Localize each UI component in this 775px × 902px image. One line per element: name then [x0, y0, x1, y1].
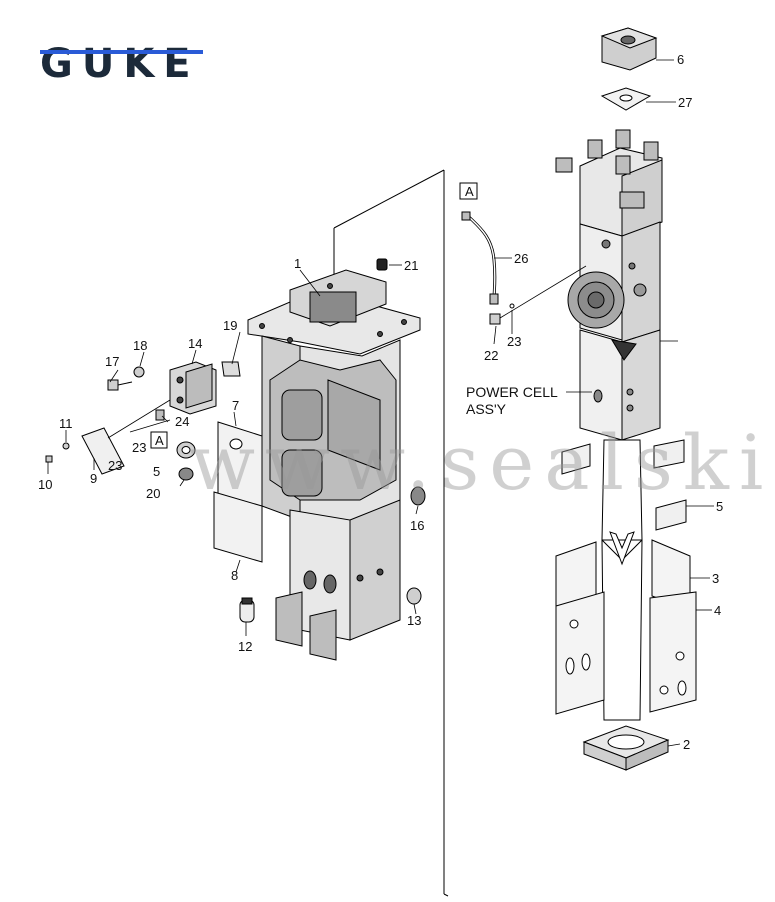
part-9-plate: [81, 427, 125, 475]
label-part-3: 3: [712, 571, 719, 586]
part-14-block: [169, 361, 217, 415]
part-20-plug: [178, 467, 194, 481]
part-3-4-side-plates: [555, 539, 697, 715]
label-part-23-left-b: 23: [108, 458, 122, 473]
label-part-8: 8: [231, 568, 238, 583]
detail-marker-right: A: [465, 184, 474, 199]
detail-marker-box-left: [150, 431, 168, 449]
label-part-18: 18: [133, 338, 147, 353]
label-part-5-right: 5: [716, 499, 723, 514]
part-23-oring: [509, 303, 515, 309]
part-24-cap: [155, 409, 165, 421]
housing-frame: [247, 269, 421, 661]
detail-marker-left: A: [155, 433, 164, 448]
label-part-6: 6: [677, 52, 684, 67]
label-part-2: 2: [683, 737, 690, 752]
part-17-bolt: [107, 379, 133, 391]
power-cell-valve-block: [555, 129, 663, 239]
label-part-10: 10: [38, 477, 52, 492]
part-labels: 1 21 19 14 18 17 7 24 11 23 23 5 9 10 20…: [38, 52, 723, 752]
detail-marker-box-right: [459, 182, 478, 200]
part-13-plug: [406, 587, 422, 605]
part-5-plate-c: [655, 499, 687, 531]
part-5-plate-b: [653, 439, 685, 469]
part-22-fitting: [489, 313, 501, 325]
label-part-7: 7: [232, 398, 239, 413]
part-21-plug: [376, 258, 388, 271]
label-part-5-left: 5: [153, 464, 160, 479]
assembly-label-line2: ASS'Y: [466, 401, 507, 417]
part-11-washer: [62, 442, 70, 450]
label-part-17: 17: [105, 354, 119, 369]
part-18-nut: [133, 366, 145, 378]
label-part-9: 9: [90, 471, 97, 486]
label-part-13: 13: [407, 613, 421, 628]
label-part-24: 24: [175, 414, 189, 429]
part-10-bolt: [45, 455, 53, 463]
label-part-22: 22: [484, 348, 498, 363]
label-part-19: 19: [223, 318, 237, 333]
part-19-plate: [221, 361, 241, 377]
part-16-plug: [410, 486, 426, 506]
label-part-23-left-a: 23: [132, 440, 146, 455]
power-cell-body: [579, 329, 661, 441]
chisel-rod: [601, 439, 643, 721]
label-part-1: 1: [294, 256, 301, 271]
part-2-bushing: [582, 725, 670, 771]
label-part-4: 4: [714, 603, 721, 618]
power-cell-cylinder: [567, 221, 661, 343]
part-5-plate-a: [561, 443, 591, 475]
label-part-16: 16: [410, 518, 424, 533]
label-part-23-right: 23: [507, 334, 521, 349]
label-part-14: 14: [188, 336, 202, 351]
label-part-21: 21: [404, 258, 418, 273]
logo-accent-bar: [40, 50, 203, 54]
watermark: www.sealskit.com: [190, 418, 775, 507]
label-part-12: 12: [238, 639, 252, 654]
label-part-26: 26: [514, 251, 528, 266]
label-part-27: 27: [678, 95, 692, 110]
part-6-cap: [600, 27, 658, 71]
assembly-label-line1: POWER CELL: [466, 384, 558, 400]
label-part-11: 11: [59, 416, 73, 431]
part-8-plate: [213, 491, 263, 563]
label-part-20: 20: [146, 486, 160, 501]
